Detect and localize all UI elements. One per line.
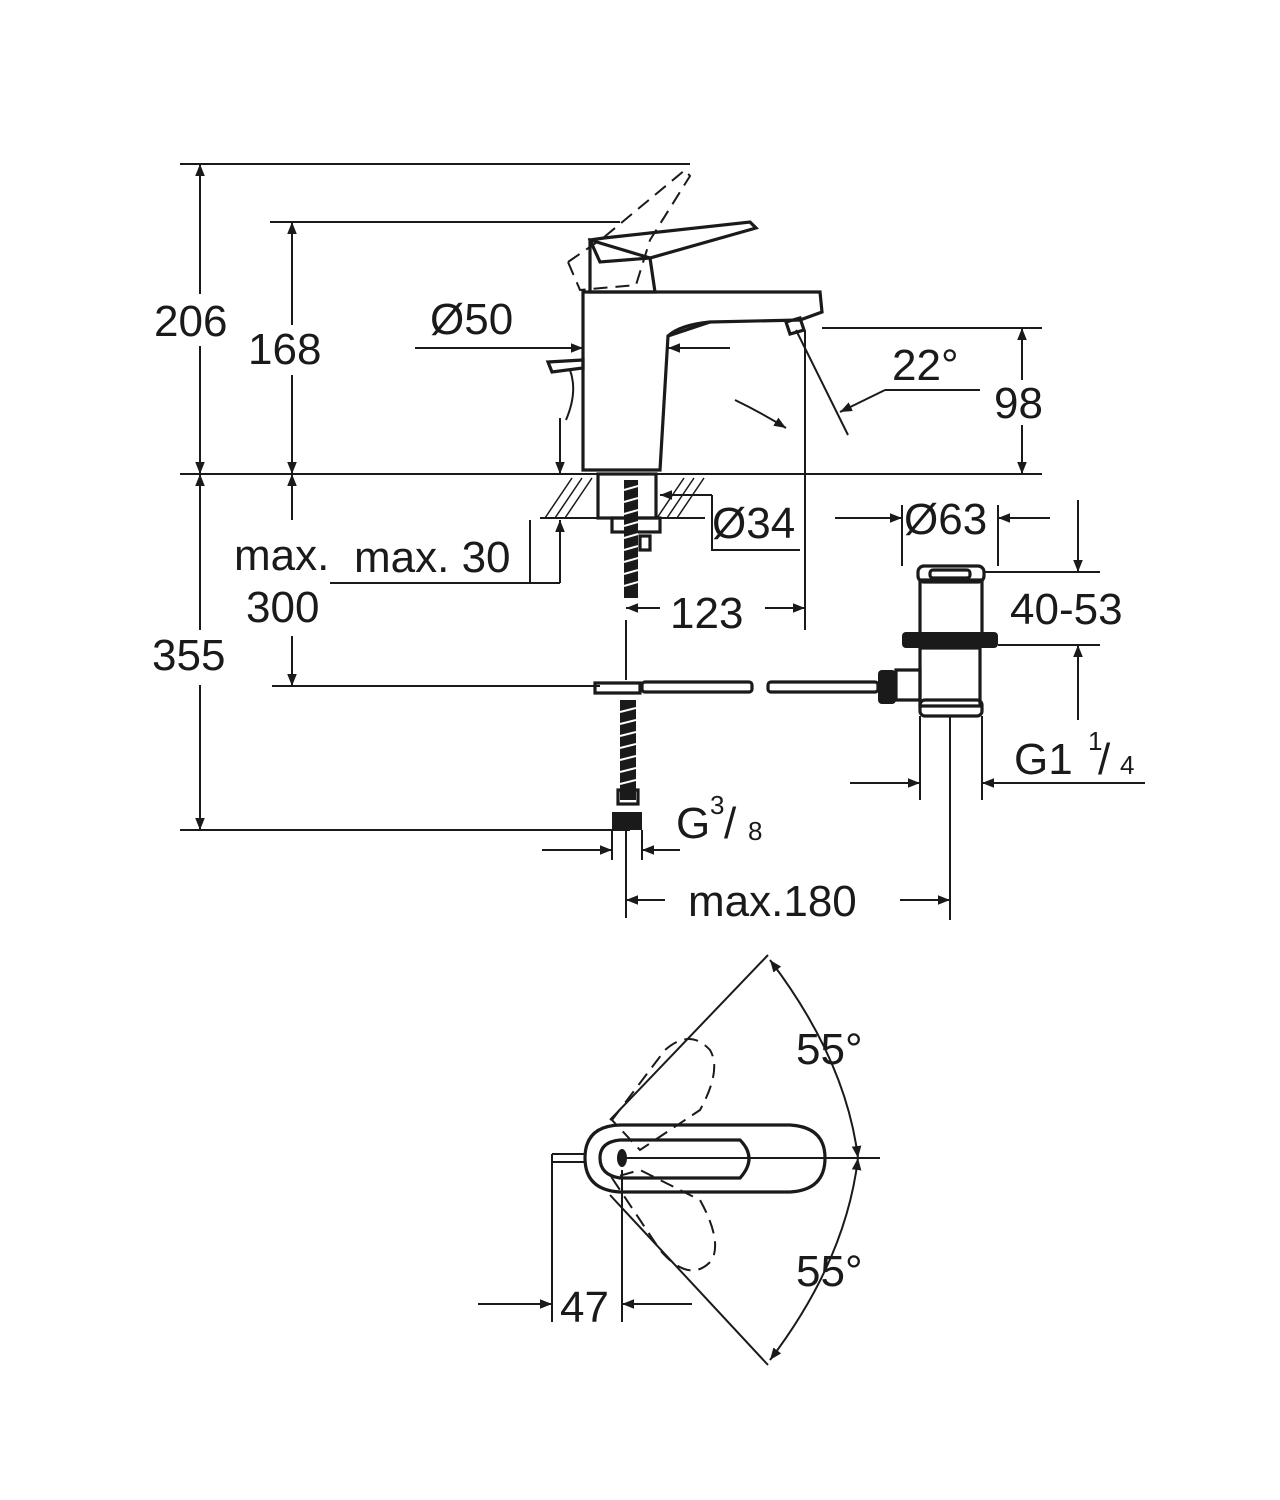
label-206: 206 — [154, 297, 227, 346]
label-diameter-63: Ø63 — [904, 495, 987, 544]
label-123: 123 — [670, 589, 743, 638]
label-diameter-50: Ø50 — [430, 295, 513, 344]
supply-hose — [593, 620, 642, 830]
label-angle-22: 22° — [892, 341, 959, 390]
faucet-top-view — [478, 954, 880, 1366]
label-98: 98 — [994, 379, 1043, 428]
label-300: 300 — [246, 583, 319, 632]
label-47: 47 — [560, 1283, 609, 1332]
label-355: 355 — [152, 631, 225, 680]
label-g1-slash: / — [1098, 735, 1111, 784]
label-g1-numerator: 1 — [1088, 726, 1102, 756]
label-angle-55-down: 55° — [796, 1247, 863, 1296]
label-max: max. — [234, 531, 329, 580]
label-diameter-34: Ø34 — [712, 499, 795, 548]
waste-fitting — [894, 564, 998, 920]
label-168: 168 — [248, 325, 321, 374]
dimension-lines — [180, 163, 1145, 918]
label-g-numerator: 3 — [710, 790, 724, 820]
label-max-180: max.180 — [688, 877, 857, 926]
label-g1-denominator: 4 — [1120, 750, 1134, 780]
label-g-slash: / — [724, 799, 737, 848]
label-40-53: 40-53 — [1010, 585, 1123, 634]
faucet-side-view — [545, 168, 849, 630]
dimension-labels: 206 168 Ø50 22° 98 Ø34 max. max. 30 300 … — [152, 295, 1134, 1332]
label-g1: G1 — [1014, 735, 1073, 784]
countertop — [180, 472, 1042, 598]
label-angle-55-up: 55° — [796, 1025, 863, 1074]
popup-rod — [640, 670, 896, 704]
label-g: G — [676, 799, 710, 848]
label-max-30: max. 30 — [354, 533, 511, 582]
label-g-denominator: 8 — [748, 816, 762, 846]
